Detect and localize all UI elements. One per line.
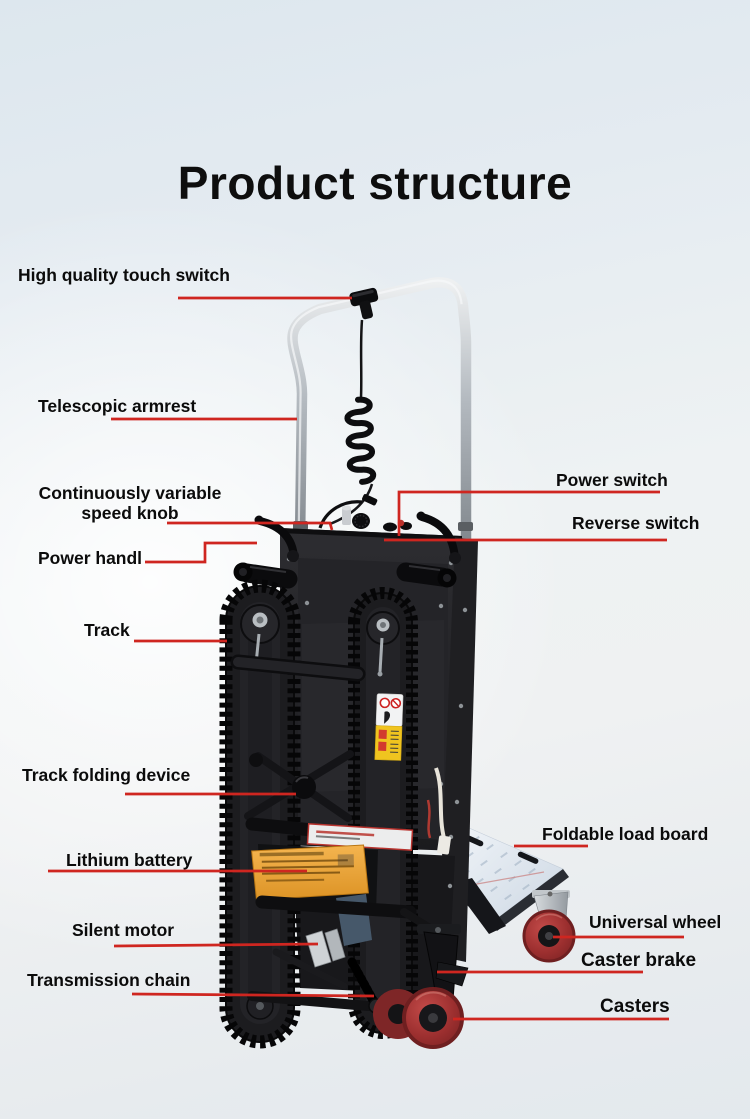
telescopic-armrest-bar — [287, 277, 473, 548]
label-touch-switch: High quality touch switch — [18, 265, 230, 285]
touch-switch — [349, 287, 379, 320]
leader-silent-motor — [113, 942, 319, 948]
side-grips — [233, 562, 457, 589]
left-track — [219, 579, 301, 1049]
reverse-switch-knob — [383, 522, 397, 532]
label-universal-wheel: Universal wheel — [589, 912, 722, 932]
label-speed-knob: Continuously variable speed knob — [38, 483, 222, 523]
label-track-folding: Track folding device — [22, 765, 191, 785]
leader-speed-knob — [167, 521, 334, 531]
leader-transmission-chain — [131, 992, 375, 998]
universal-wheel-caster — [522, 890, 576, 963]
transmission-chain-group — [347, 957, 384, 1014]
label-lithium-battery: Lithium battery — [66, 850, 193, 870]
charge-sticker — [306, 823, 414, 851]
right-track — [348, 587, 418, 1039]
silent-motor-group — [272, 928, 348, 990]
rear-casters — [373, 924, 469, 1049]
coiled-cable — [329, 319, 377, 526]
label-silent-motor: Silent motor — [72, 920, 175, 940]
label-telescopic-armrest: Telescopic armrest — [38, 396, 197, 416]
label-reverse-switch: Reverse switch — [572, 513, 700, 533]
panel-bolts — [286, 556, 468, 889]
bottom-frame — [247, 895, 450, 1011]
wiring — [426, 767, 451, 855]
board-watermark — [462, 835, 536, 911]
power-handle-levers — [254, 511, 461, 564]
speed-knob — [352, 513, 370, 529]
label-power-handle: Power handl — [38, 548, 143, 568]
lithium-battery-pack — [251, 844, 378, 946]
label-caster-brake: Caster brake — [581, 950, 697, 971]
trolley-body — [280, 528, 478, 995]
page-title: Product structure — [177, 157, 573, 209]
label-transmission-chain: Transmission chain — [27, 970, 191, 990]
charge-port — [342, 508, 351, 525]
gooseneck-connector — [362, 494, 378, 506]
label-casters: Casters — [600, 996, 670, 1017]
track-folding-device-group — [230, 654, 369, 842]
label-load-board: Foldable load board — [542, 824, 709, 844]
control-panel — [318, 494, 412, 532]
caster-brake-pedal — [435, 961, 469, 987]
power-switch-button — [397, 519, 405, 527]
label-power-switch: Power switch — [556, 470, 668, 490]
leader-power-handle — [145, 541, 257, 564]
warning-label — [374, 693, 404, 761]
label-track: Track — [84, 620, 130, 640]
